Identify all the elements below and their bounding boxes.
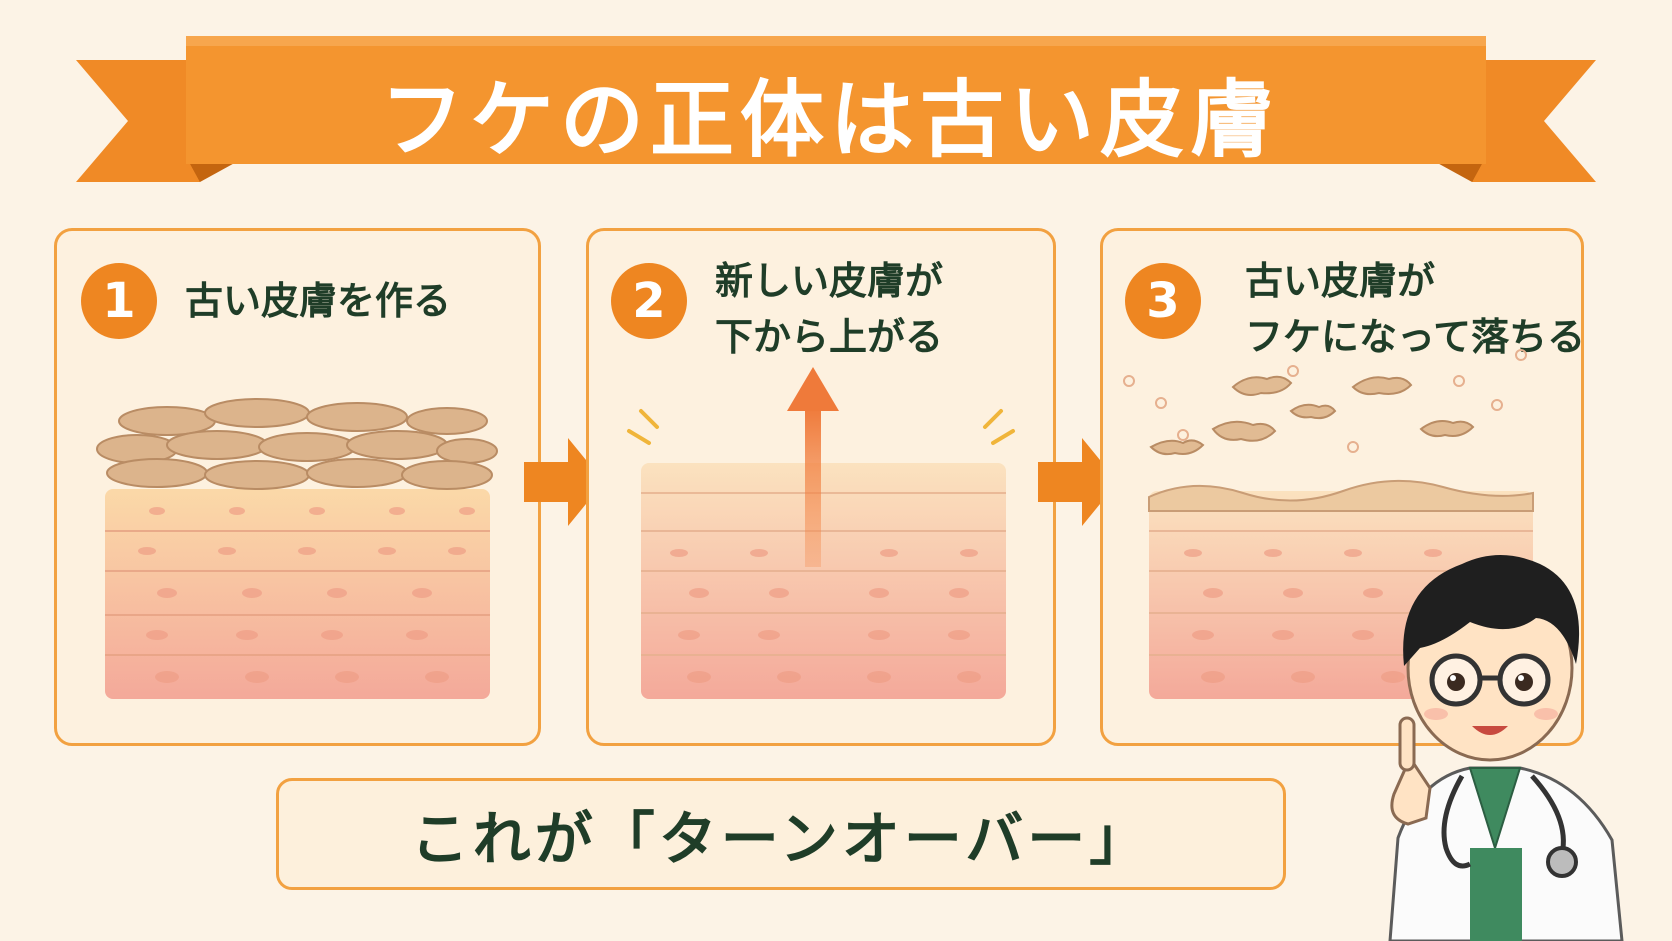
- step-text-line2: フケになって落ちる: [1245, 315, 1586, 359]
- arrow-right-icon: [1038, 438, 1118, 526]
- step-text-line2: 下から上がる: [715, 315, 944, 359]
- step-number-badge: 1: [81, 263, 157, 339]
- step-panel-2: 2 新しい皮膚が 下から上がる: [586, 228, 1056, 746]
- doctor-illustration: [1388, 555, 1624, 941]
- step-panel-1: 1 古い皮膚を作る: [54, 228, 541, 746]
- title-ribbon: [76, 36, 1596, 182]
- step-text-line1: 新しい皮膚が: [715, 259, 944, 303]
- step-text-line1: 古い皮膚が: [1245, 259, 1436, 303]
- page-title: フケの正体は古い皮膚: [379, 70, 1280, 169]
- step-number-badge: 3: [1125, 263, 1201, 339]
- arrow-right-icon: [524, 438, 604, 526]
- skin-layers-rising-illustration: [627, 367, 1015, 699]
- conclusion-text: これが「ターンオーバー」: [410, 805, 1152, 873]
- step-number-badge: 2: [611, 263, 687, 339]
- step-text: 古い皮膚を作る: [185, 279, 452, 323]
- skin-layers-old-flakes-illustration: [96, 398, 498, 699]
- conclusion-box: これが「ターンオーバー」: [276, 778, 1286, 890]
